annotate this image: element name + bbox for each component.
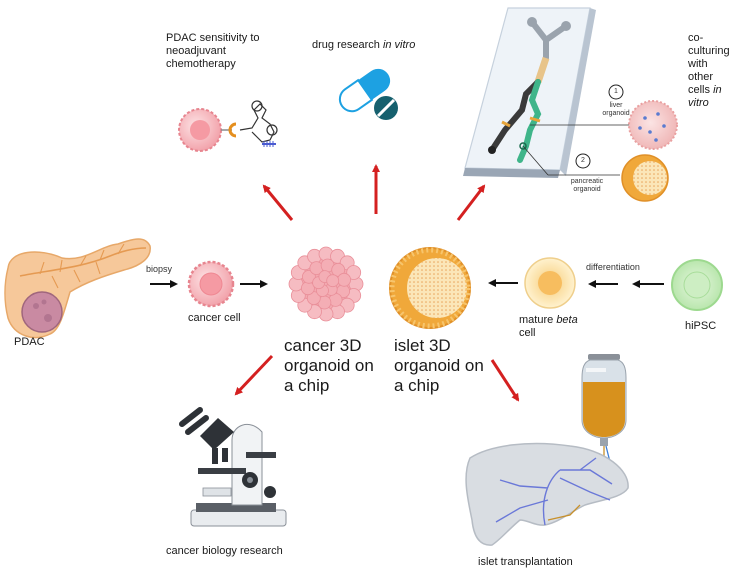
beta-cell-icon [524,257,576,309]
marker-2-label: 2 [581,157,585,164]
arrow-to-microscope [234,354,274,396]
cancer-organoid-icon [288,246,364,322]
islet-organoid-label: islet 3D organoid on a chip [394,336,484,395]
cancer-organoid-label: cancer 3D organoid on a chip [284,336,374,395]
pdac-label: PDAC [14,336,45,348]
drug-research-label: drug research in vitro [312,39,416,51]
black-arrows [150,279,664,288]
differentiation-label: differentiation [586,262,640,272]
islet-transplantation-label: islet transplantation [478,556,573,568]
arrow-to-chip [456,184,486,221]
arrow-to-sensitivity [262,184,294,221]
islet-organoid-icon [389,247,471,329]
pancreatic-organoid-icon [621,154,669,202]
pancreas-icon [4,238,151,339]
cancer-cell-label: cancer cell [188,312,241,324]
mature-beta-cell-label: mature beta cell [519,314,578,339]
marker-2-circle [575,153,591,169]
arrow-to-transplant [490,359,520,402]
liver-icon [465,442,629,546]
chip-icon [463,7,630,178]
pancreatic-organoid-label: pancreatic organoid [570,178,604,193]
hipsc-label: hiPSC [685,320,717,332]
cancer-cell-icon [187,260,235,308]
microscope-icon [179,407,287,527]
aptamer-cell-icon [178,100,278,152]
hipsc-cell-icon [671,259,723,311]
marker-1-circle [608,84,624,100]
marker-1-label: 1 [614,88,618,95]
coculturing-label: co- culturing with other cells in vitro [688,32,730,109]
cancer-biology-research-label: cancer biology research [166,545,283,557]
pdac-sensitivity-label: PDAC sensitivity to neoadjuvant chemothe… [166,32,260,70]
biopsy-label: biopsy [146,264,173,274]
liver-organoid-label: liver organoid [602,102,630,117]
drug-pill-icon [338,68,398,120]
red-arrows [234,164,520,402]
liver-organoid-icon [628,100,678,150]
